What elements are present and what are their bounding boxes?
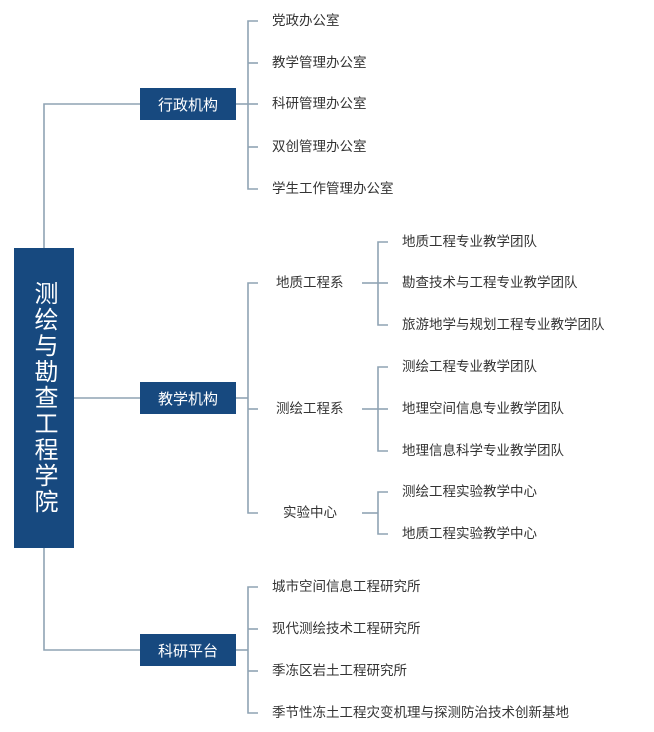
admin-item: 教学管理办公室 <box>272 55 367 71</box>
admin-item: 学生工作管理办公室 <box>272 181 394 197</box>
root-trunk-bottom <box>43 548 140 651</box>
admin-item: 党政办公室 <box>272 13 340 29</box>
team-item: 旅游地学与规划工程专业教学团队 <box>402 317 605 333</box>
category-research-node: 科研平台 <box>140 634 236 666</box>
department-label: 地质工程系 <box>276 275 344 291</box>
research-item: 现代测绘技术工程研究所 <box>272 621 421 637</box>
admin-item: 双创管理办公室 <box>272 139 367 155</box>
team-item: 测绘工程实验教学中心 <box>402 484 537 500</box>
category-teaching-label: 教学机构 <box>157 389 218 408</box>
category-research-label: 科研平台 <box>157 641 218 660</box>
research-item: 城市空间信息工程研究所 <box>272 579 421 595</box>
admin-bracket <box>247 20 258 190</box>
team-item: 地理信息科学专业教学团队 <box>402 443 564 459</box>
category-admin-label: 行政机构 <box>157 95 218 114</box>
root-node: 测绘与勘查工程学院 <box>14 248 74 548</box>
root-title: 测绘与勘查工程学院 <box>30 281 58 515</box>
teaching-bracket <box>247 282 258 514</box>
team-item: 地质工程实验教学中心 <box>402 526 537 542</box>
admin-item: 科研管理办公室 <box>272 96 367 112</box>
research-bracket <box>247 586 258 714</box>
team-item: 地理空间信息专业教学团队 <box>402 401 564 417</box>
research-item: 季节性冻土工程灾变机理与探测防治技术创新基地 <box>272 705 569 721</box>
team-item: 地质工程专业教学团队 <box>402 234 537 250</box>
department-label: 测绘工程系 <box>276 401 344 417</box>
root-trunk <box>43 103 140 248</box>
category-teaching-node: 教学机构 <box>140 382 236 414</box>
dept3-bracket <box>377 491 388 535</box>
category-admin-node: 行政机构 <box>140 88 236 120</box>
team-item: 勘查技术与工程专业教学团队 <box>402 275 578 291</box>
research-item: 季冻区岩土工程研究所 <box>272 663 407 679</box>
team-item: 测绘工程专业教学团队 <box>402 359 537 375</box>
department-label: 实验中心 <box>283 505 337 521</box>
